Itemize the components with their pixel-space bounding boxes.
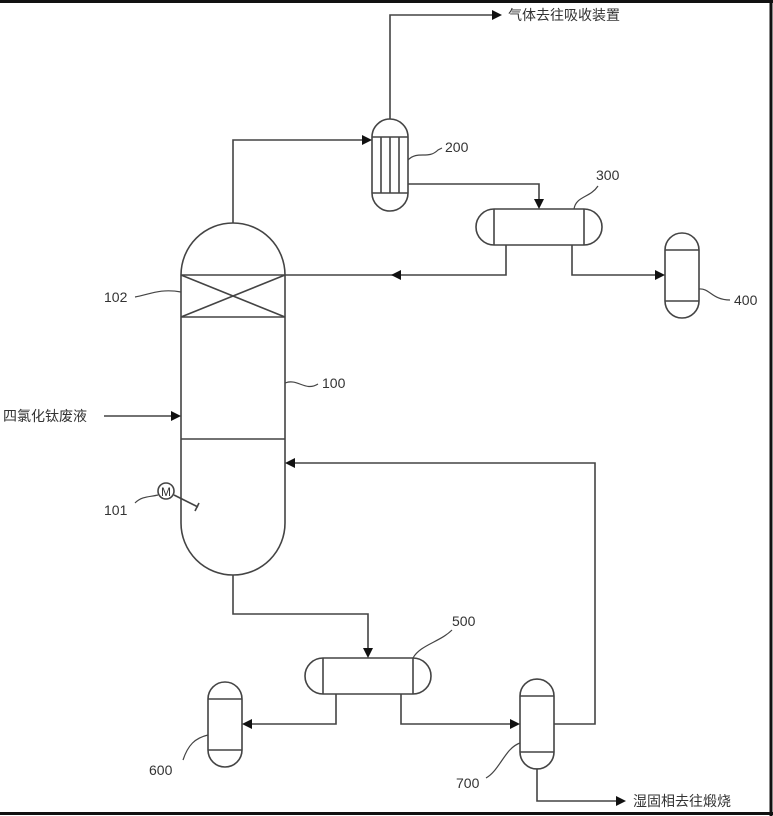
- agitator-101[interactable]: M: [157, 482, 200, 512]
- motor-icon: [157, 482, 175, 500]
- leader-300: [573, 185, 599, 210]
- drum-500[interactable]: [304, 657, 432, 695]
- arrow-right-icon: [492, 10, 502, 20]
- label-400: 400: [734, 292, 758, 308]
- arrow-right-icon: [616, 796, 626, 806]
- arrow-right-icon: [362, 135, 372, 145]
- reflux-drum-300[interactable]: [475, 208, 603, 246]
- column-100[interactable]: [180, 222, 286, 576]
- pipe-solid-out: [536, 769, 626, 806]
- leader-600: [182, 734, 209, 761]
- label-102: 102: [104, 289, 128, 305]
- pipe-drum500-to-tank600: [242, 694, 337, 729]
- arrow-down-icon: [534, 199, 544, 209]
- leader-100: [284, 381, 319, 388]
- label-300: 300: [596, 167, 620, 183]
- motor-symbol: M: [161, 485, 171, 499]
- arrow-down-icon: [363, 648, 373, 658]
- arrow-right-icon: [655, 270, 665, 280]
- arrow-left-icon: [391, 270, 401, 280]
- label-101: 101: [104, 502, 128, 518]
- pipe-reflux-return: [285, 245, 507, 280]
- label-700: 700: [456, 775, 480, 791]
- leader-400: [698, 288, 731, 301]
- pipe-drum500-to-sep700: [400, 694, 520, 729]
- arrow-right-icon: [171, 411, 181, 421]
- feed-in-label: 四氯化钛废液: [3, 409, 87, 425]
- condenser-200[interactable]: [371, 118, 409, 212]
- gas-out-label: 气体去往吸收装置: [508, 8, 620, 24]
- leader-102: [134, 290, 182, 298]
- solid-out-label: 湿固相去往煅烧: [633, 794, 731, 810]
- pipe-gas-out: [389, 10, 502, 119]
- leader-101: [134, 494, 159, 504]
- pipe-drum-to-tank400: [571, 245, 665, 280]
- arrow-right-icon: [510, 719, 520, 729]
- label-100: 100: [322, 375, 346, 391]
- pipe-feed-in: [104, 411, 181, 421]
- label-200: 200: [445, 139, 469, 155]
- pipe-recycle-to-column: [285, 458, 596, 725]
- leader-200: [407, 147, 443, 161]
- leader-500: [412, 629, 453, 659]
- arrow-left-icon: [285, 458, 295, 468]
- packing-102[interactable]: [180, 274, 286, 318]
- leader-700: [485, 742, 521, 779]
- separator-700[interactable]: [519, 678, 555, 770]
- pipe-column-to-condenser: [232, 135, 372, 223]
- pipe-column-to-drum500: [232, 575, 373, 658]
- label-500: 500: [452, 613, 476, 629]
- pipe-condenser-to-drum: [408, 183, 544, 209]
- tank-600[interactable]: [207, 681, 243, 768]
- arrow-left-icon: [242, 719, 252, 729]
- label-600: 600: [149, 762, 173, 778]
- tank-400[interactable]: [664, 232, 700, 319]
